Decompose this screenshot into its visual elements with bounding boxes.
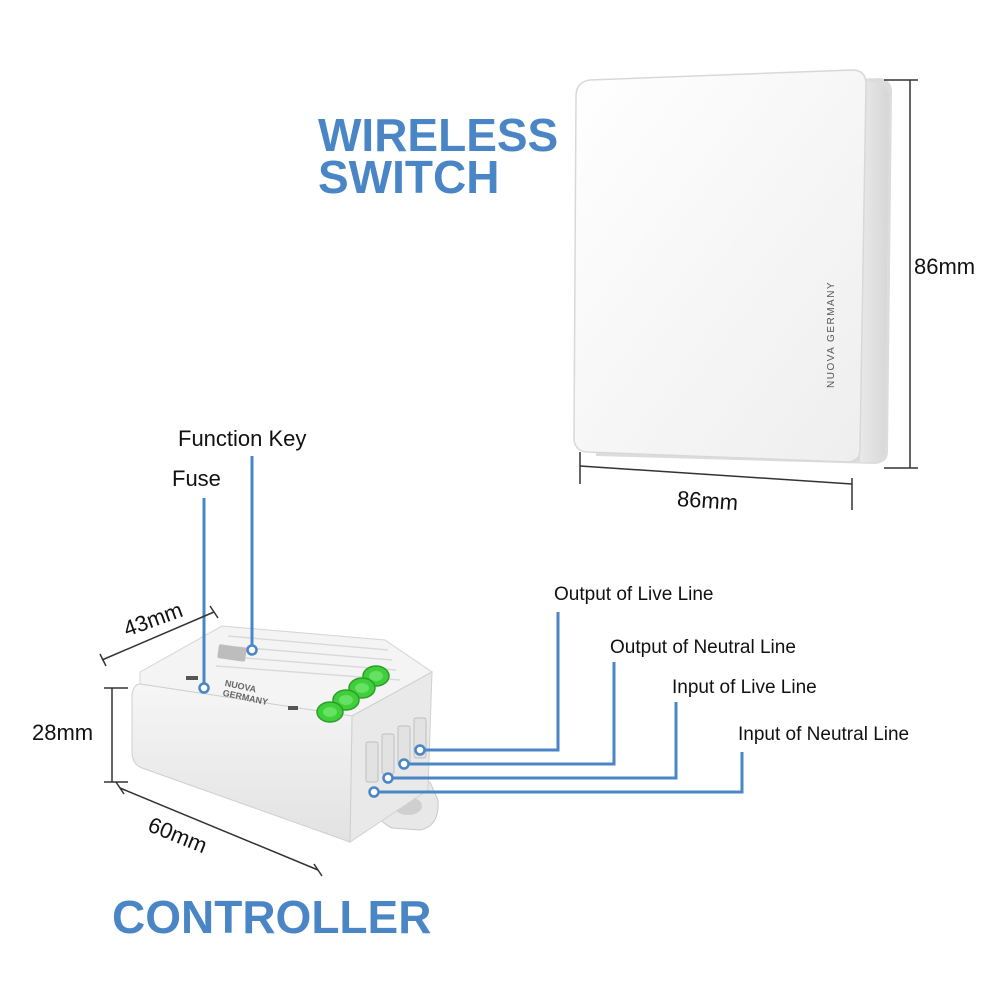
switch-side-edge <box>860 80 890 462</box>
switch-height-label: 86mm <box>914 254 976 279</box>
switch-face <box>573 69 867 463</box>
output-neutral-line <box>404 662 616 766</box>
output-live-label: Output of Live Line <box>554 584 714 605</box>
controller-height-label: 28mm <box>32 720 94 745</box>
terminal-4 <box>316 701 344 723</box>
fuse-slot <box>186 676 198 680</box>
green-terminals <box>316 665 390 723</box>
switch-height-dimension <box>884 79 918 469</box>
wireless-switch-panel <box>573 69 892 464</box>
switch-width-label: 86mm <box>676 486 739 516</box>
function-key-label: Function Key <box>178 426 307 451</box>
wireless-title-line1: WIRELESS <box>318 109 559 161</box>
callout-lines <box>202 456 744 794</box>
function-key-button <box>217 644 247 662</box>
controller-box <box>131 625 439 843</box>
terminal-blocks <box>365 717 427 783</box>
controller-front <box>131 683 353 843</box>
input-neutral-label: Input of Neutral Line <box>738 724 910 745</box>
indicator-slot <box>288 706 298 710</box>
switch-width-dimension <box>579 452 853 510</box>
callout-dots <box>198 644 426 798</box>
input-live-label: Input of Live Line <box>672 677 817 698</box>
controller-title: CONTROLLER <box>112 891 432 943</box>
fuse-label: Fuse <box>172 466 221 491</box>
input-neutral-line <box>374 752 744 794</box>
output-live-line <box>420 612 560 752</box>
input-live-line <box>388 702 678 780</box>
controller-dimensions <box>99 605 323 877</box>
wireless-title-line2: SWITCH <box>318 151 500 203</box>
output-neutral-label: Output of Neutral Line <box>610 637 796 658</box>
switch-brand-label: NUOVA GERMANY <box>826 280 837 388</box>
